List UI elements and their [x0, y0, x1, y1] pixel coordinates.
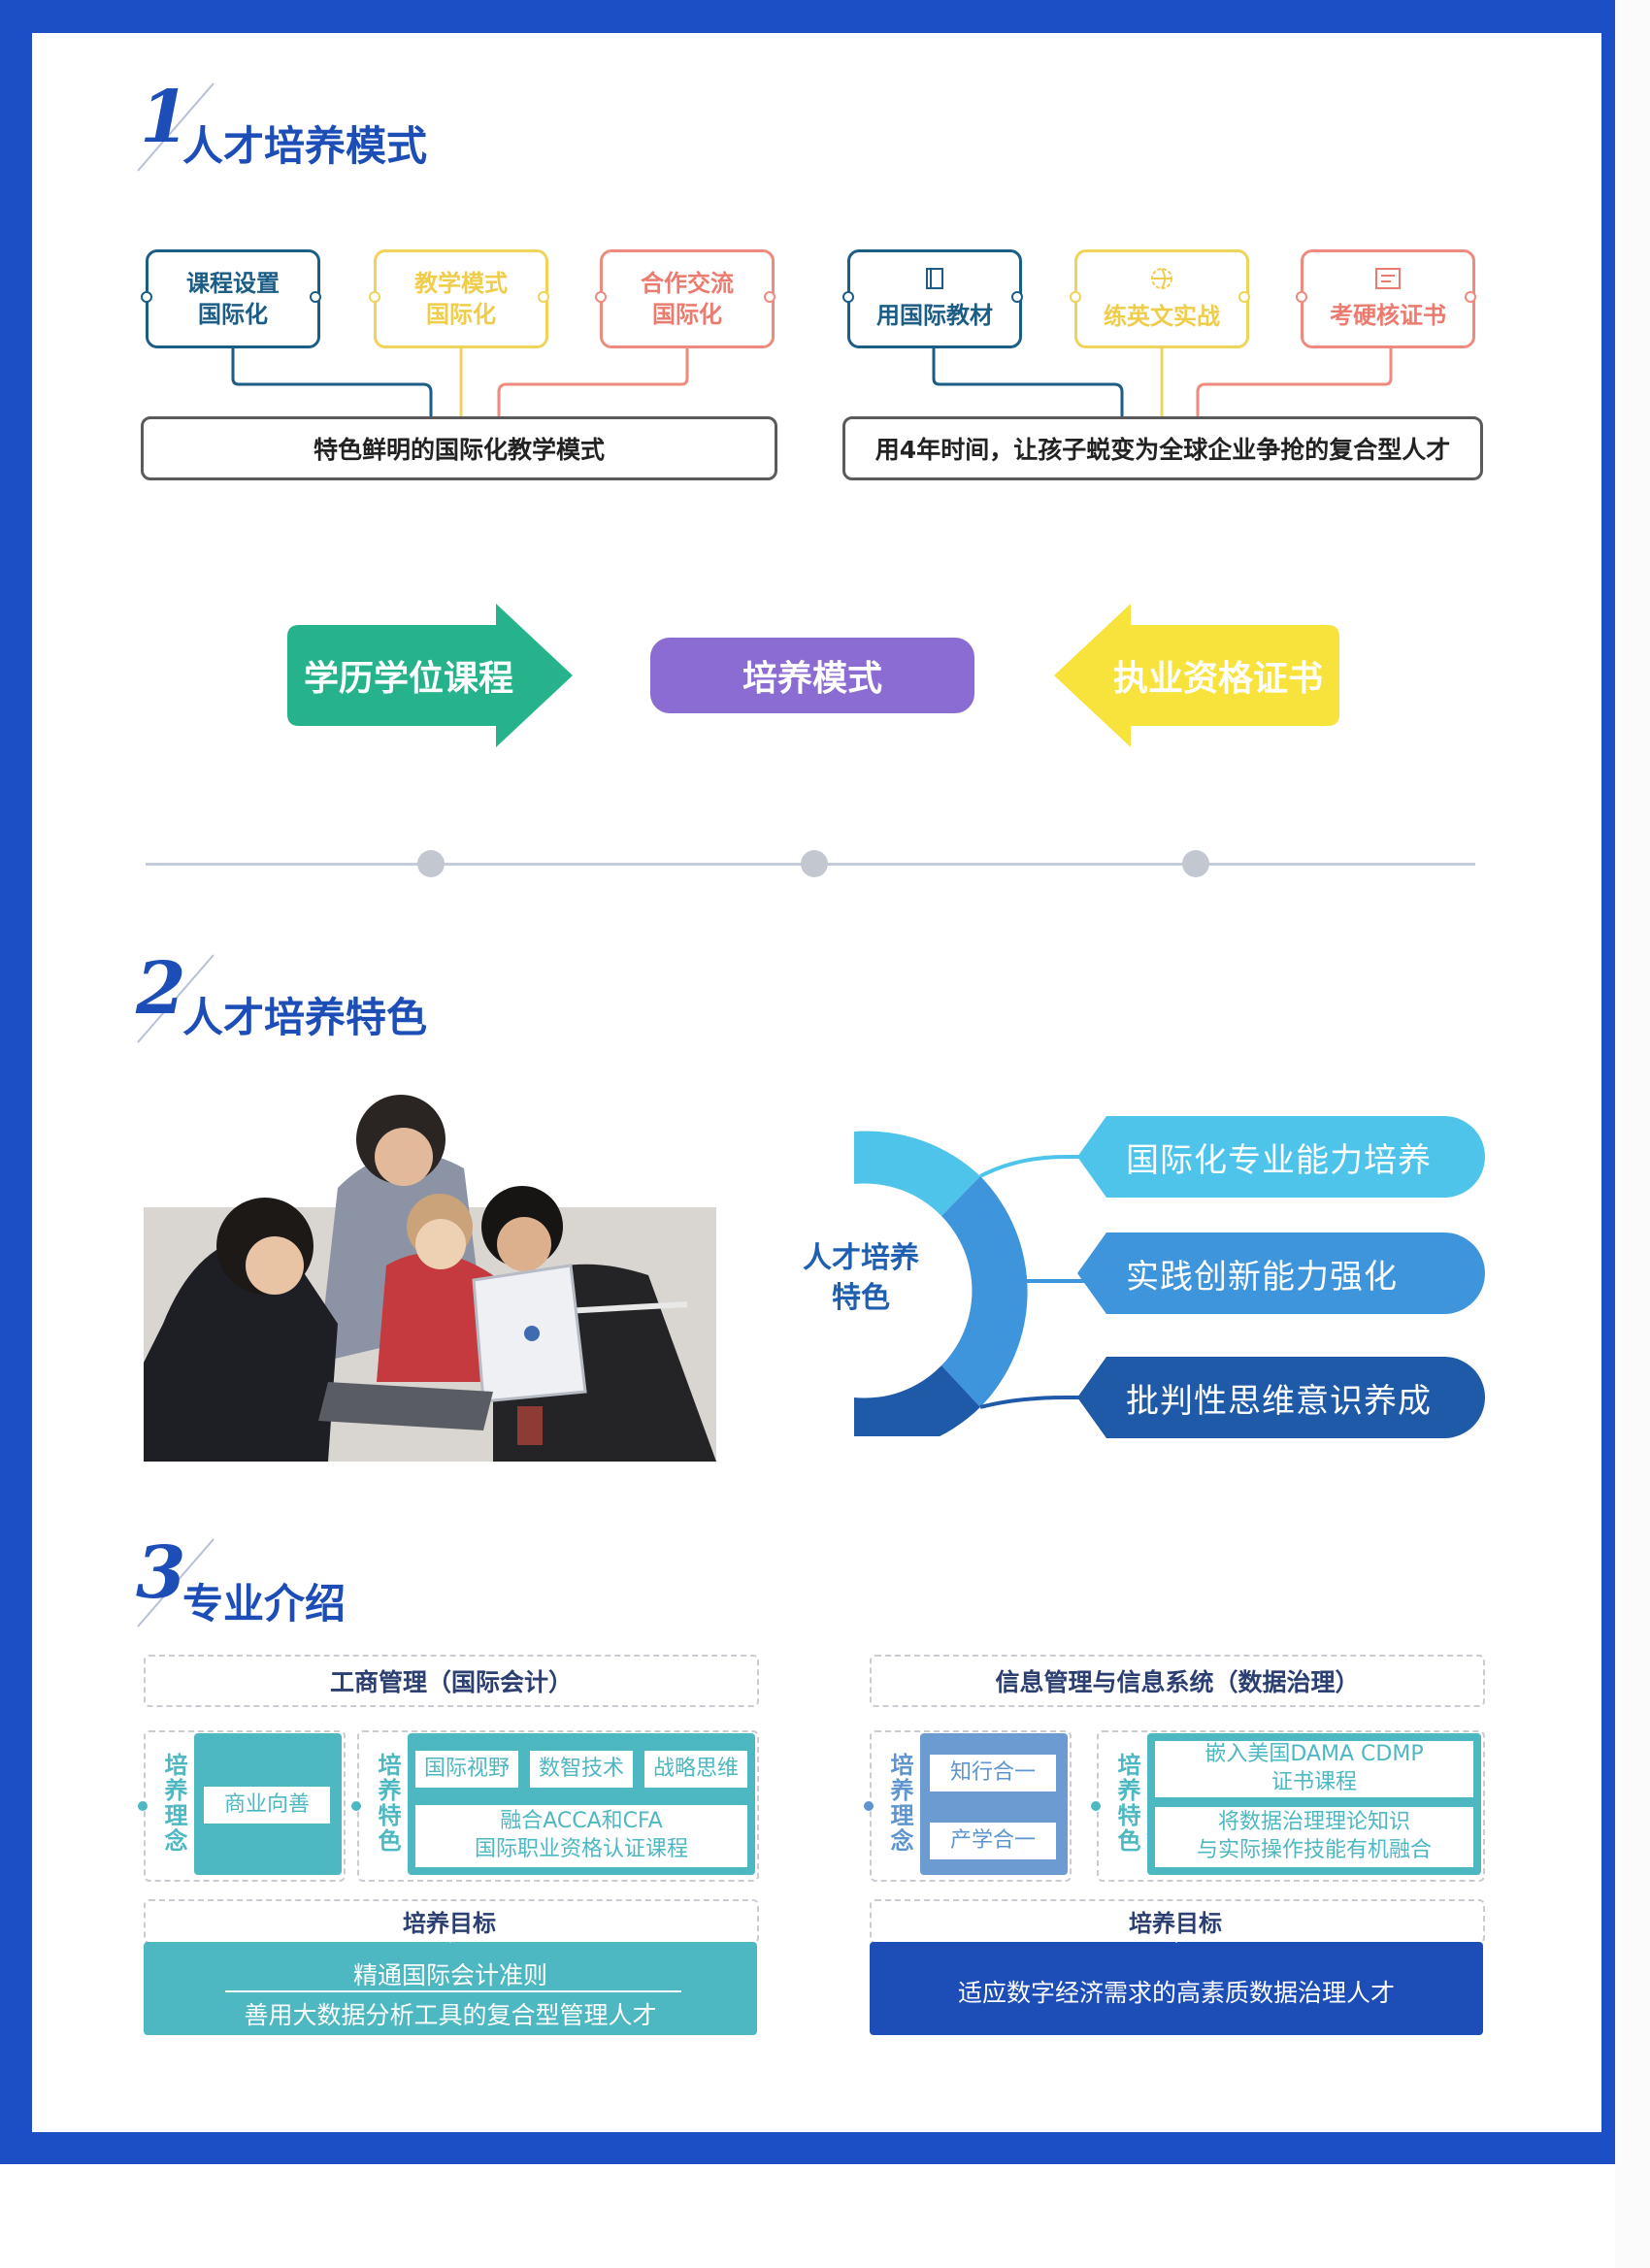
program-2-title: 信息管理与信息系统（数据治理）: [870, 1655, 1485, 1707]
slash-decoration: [137, 82, 214, 172]
bullet-dot: [864, 1801, 874, 1811]
connector-dot: [1296, 291, 1307, 303]
connector-dot: [842, 291, 854, 303]
goal-pointer: [443, 1935, 458, 1943]
goal-label: 培养目标: [1129, 1910, 1222, 1937]
section-title: 人才培养模式: [182, 122, 428, 170]
philosophy-chip: 产学合一: [930, 1823, 1056, 1859]
bullet-dot: [138, 1801, 148, 1811]
course-setting-box: 课程设置 国际化: [146, 249, 320, 348]
frame-bottom-border: [0, 2132, 1615, 2164]
connector-dot: [1011, 291, 1023, 303]
feature-item-international: 国际化专业能力培养: [1126, 1140, 1432, 1180]
timeline-dot: [1182, 850, 1209, 877]
connector-dot: [369, 291, 380, 303]
slash-decoration: [137, 954, 214, 1043]
exchange-box: 合作交流 国际化: [600, 249, 775, 348]
teaching-mode-label: 教学模式 国际化: [414, 269, 508, 328]
goal-line-1: 适应数字经济需求的高素质数据治理人才: [957, 1979, 1395, 2007]
yellow-arrow-shape: [1054, 604, 1339, 747]
trait-chip-dama: 嵌入美国DAMA CDMP 证书课程: [1155, 1741, 1473, 1797]
goal-line-2: 善用大数据分析工具的复合型管理人才: [244, 2001, 657, 2029]
traits-label: 培养特色: [374, 1753, 401, 1854]
goal-line-1: 精通国际会计准则: [352, 1961, 547, 1989]
qualification-cert-label: 执业资格证书: [1112, 659, 1323, 699]
bullet-dot: [1091, 1801, 1101, 1811]
section-number: 2: [136, 947, 186, 1031]
section-number: 1: [140, 76, 190, 159]
trait-chip: 数智技术: [530, 1751, 633, 1788]
connector-dot: [764, 291, 776, 303]
green-arrow-shape: [287, 604, 573, 747]
students-photo: [144, 1071, 716, 1462]
left-summary-bar: 特色鲜明的国际化教学模式: [141, 416, 777, 480]
trait-chip-fusion: 将数据治理理论知识 与实际操作技能有机融合: [1155, 1807, 1473, 1867]
feature-pill-shape: [1077, 1233, 1485, 1314]
traits-label: 培养特色: [1113, 1753, 1140, 1854]
features-diagram: [854, 1131, 1095, 1436]
goal-label: 培养目标: [403, 1910, 496, 1937]
feature-item-critical: 批判性思维意识养成: [1126, 1381, 1432, 1421]
program-1-goal-panel: [144, 1942, 757, 2035]
textbook-box: 用国际教材: [847, 249, 1022, 348]
trait-chip-acca: 融合ACCA和CFA 国际职业资格认证课程: [415, 1805, 747, 1867]
degree-course-label: 学历学位课程: [303, 659, 513, 699]
book-icon: [922, 266, 947, 296]
connector-dot: [1238, 291, 1250, 303]
goal-divider: [225, 1990, 681, 1992]
page-edge: [1615, 0, 1650, 2268]
section-title: 专业介绍: [182, 1580, 346, 1627]
philosophy-label: 培养理念: [160, 1753, 187, 1854]
certificate-label: 考硬核证书: [1330, 302, 1446, 330]
section-number: 3: [136, 1531, 186, 1615]
frame-right-border: [1601, 0, 1615, 2164]
left-connectors: [231, 344, 689, 417]
timeline-dot: [417, 850, 445, 877]
globe-icon: [1148, 265, 1175, 297]
certificate-icon: [1373, 266, 1402, 296]
section-title: 人才培养特色: [182, 994, 428, 1041]
feature-item-practice: 实践创新能力强化: [1126, 1257, 1398, 1297]
trait-chip: 国际视野: [415, 1751, 518, 1788]
frame-top-border: [0, 0, 1601, 33]
trait-chip: 战略思维: [644, 1751, 747, 1788]
training-mode-pill: 培养模式: [650, 638, 974, 713]
textbook-label: 用国际教材: [876, 302, 993, 330]
english-box: 练英文实战: [1074, 249, 1249, 348]
connector-dot: [1465, 291, 1476, 303]
goal-pointer: [1169, 1935, 1184, 1943]
feature-pill-shape: [1077, 1357, 1485, 1438]
connector-dot: [141, 291, 152, 303]
connector-dot: [595, 291, 607, 303]
right-summary-bar: 用4年时间，让孩子蜕变为全球企业争抢的复合型人才: [842, 416, 1483, 480]
philosophy-chip: 知行合一: [930, 1755, 1056, 1791]
bullet-dot: [351, 1801, 361, 1811]
connector-dot: [310, 291, 321, 303]
philosophy-chip: 商业向善: [204, 1787, 330, 1824]
course-setting-label: 课程设置 国际化: [186, 269, 280, 328]
slash-decoration: [137, 1538, 214, 1627]
exchange-label: 合作交流 国际化: [641, 269, 734, 328]
program-1-title: 工商管理（国际会计）: [144, 1655, 759, 1707]
certificate-box: 考硬核证书: [1301, 249, 1475, 348]
timeline-dot: [801, 850, 828, 877]
students-photo-illustration: [144, 1071, 716, 1462]
connector-dot: [538, 291, 549, 303]
philosophy-label: 培养理念: [886, 1753, 913, 1854]
connector-dot: [1070, 291, 1081, 303]
teaching-mode-box: 教学模式 国际化: [374, 249, 548, 348]
program-2-goal-panel: [870, 1942, 1483, 2035]
right-summary-text: 用4年时间，让孩子蜕变为全球企业争抢的复合型人才: [874, 436, 1451, 464]
english-label: 练英文实战: [1104, 303, 1220, 331]
feature-pill-shape: [1077, 1116, 1485, 1198]
features-center-label: 人才培养 特色: [803, 1241, 919, 1315]
frame-left-border: [0, 0, 32, 2164]
left-summary-text: 特色鲜明的国际化教学模式: [313, 436, 605, 464]
right-connectors: [932, 344, 1393, 417]
